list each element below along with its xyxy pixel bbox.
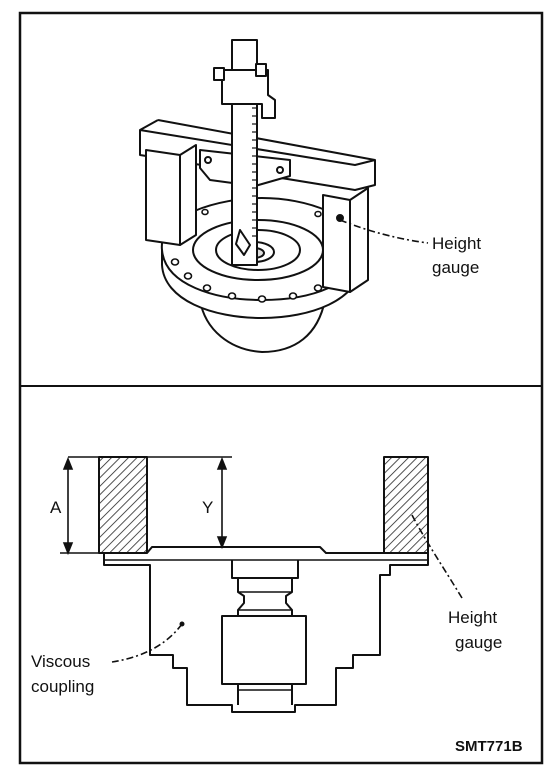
shaft-upper: [231, 560, 299, 579]
section-drawing: [98, 456, 429, 713]
dimension-a: [60, 456, 99, 556]
top-illustration: [139, 39, 376, 353]
left-gauge-block: [145, 149, 181, 246]
bottom-gauge-line2: gauge: [455, 633, 502, 652]
coupling-label-line2: coupling: [31, 677, 94, 696]
top-callout-line2: gauge: [432, 258, 479, 277]
shaft-hub: [221, 615, 307, 685]
gauge-scale-ticks: [252, 99, 257, 237]
bottom-gauge-leader: [411, 514, 463, 599]
right-hatched-block: [383, 456, 429, 554]
left-hatched-block: [98, 456, 148, 554]
bottom-gauge-line1: Height: [448, 608, 497, 627]
right-gauge-block: [322, 194, 351, 293]
coupling-top-edge: [146, 546, 384, 554]
coupling-callout-leader: [111, 623, 183, 663]
dimension-y: [216, 456, 228, 550]
dimension-y-label: Y: [202, 498, 213, 517]
shaft-lower: [237, 684, 293, 705]
figure-code: SMT771B: [455, 738, 523, 755]
coupling-label-line1: Viscous: [31, 652, 90, 671]
dimension-a-label: A: [50, 498, 62, 517]
gauge-slider: [221, 69, 276, 119]
top-callout-line1: Height: [432, 234, 481, 253]
coupling-outline: [103, 553, 429, 713]
figure-border: [18, 11, 544, 765]
top-callout-leader: [339, 219, 429, 244]
